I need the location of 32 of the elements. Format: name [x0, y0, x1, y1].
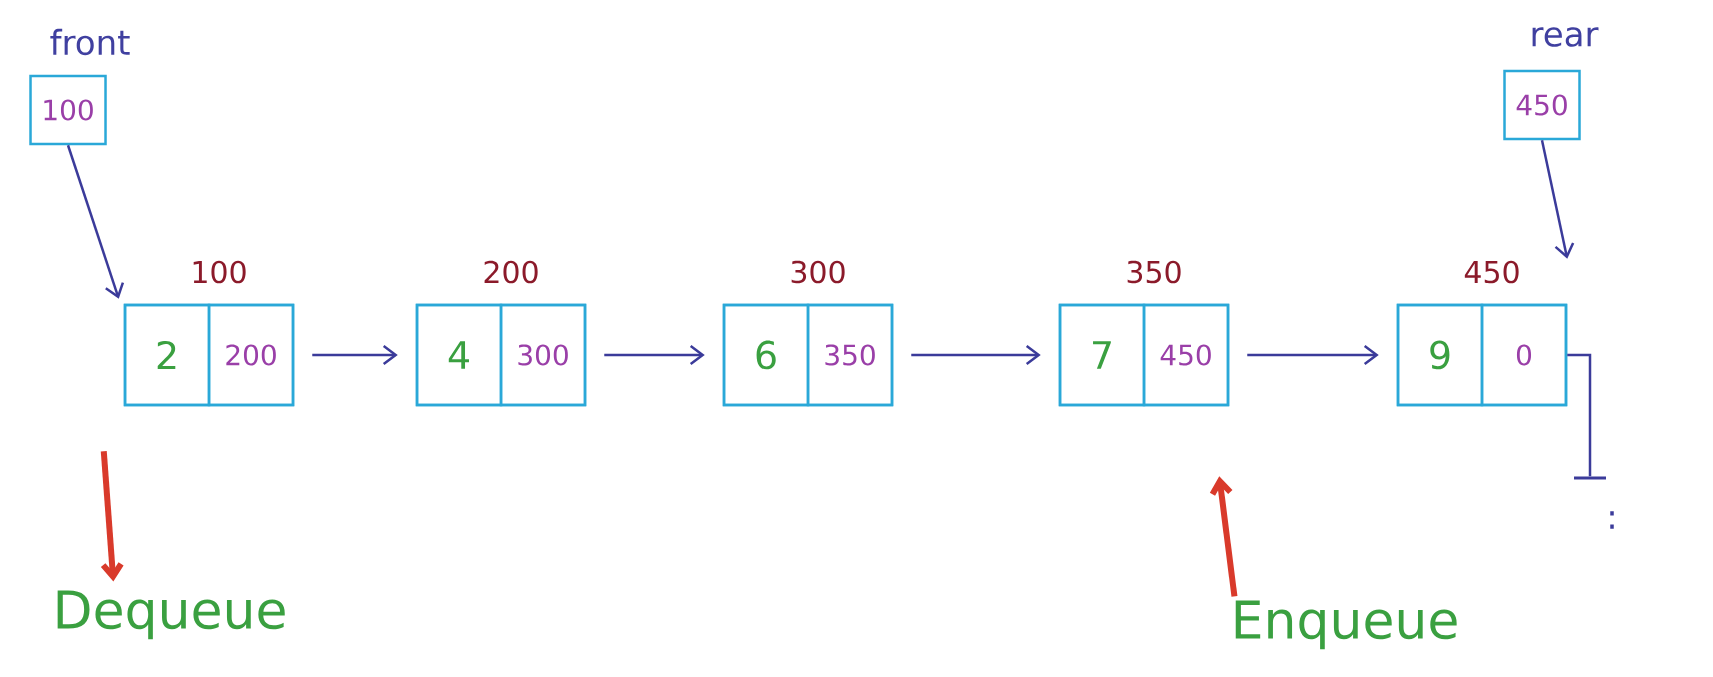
arrow: [1209, 476, 1238, 597]
arrow: [66, 144, 125, 299]
arrow: [604, 345, 705, 365]
connector-line: [1567, 353, 1592, 477]
null-dots: :: [1610, 511, 1614, 529]
value-cell: 4: [415, 303, 503, 407]
arrow: [312, 345, 398, 365]
arrow: [911, 345, 1041, 365]
pointer-cell: 350: [806, 303, 894, 407]
pointer-box: 450: [1503, 69, 1581, 141]
value-cell: 9: [1396, 303, 1484, 407]
pointer-box: 100: [29, 74, 107, 146]
null-bar: [1574, 476, 1606, 480]
operation-label: Dequeue: [57, 590, 285, 640]
pointer-cell: 300: [499, 303, 587, 407]
operation-label: Enqueue: [1235, 600, 1457, 650]
pointer-cell: 0: [1480, 303, 1568, 407]
value-cell: 7: [1058, 303, 1146, 407]
pointer-label: rear: [1532, 27, 1599, 47]
value-cell: 2: [123, 303, 211, 407]
address-label: 450: [1464, 260, 1519, 284]
address-label: 350: [1127, 260, 1181, 284]
address-label: 300: [791, 260, 845, 284]
arrow: [1247, 345, 1379, 365]
arrow: [100, 451, 124, 582]
pointer-cell: 450: [1142, 303, 1230, 407]
pointer-cell: 200: [207, 303, 295, 407]
arrow: [1540, 139, 1575, 259]
pointer-label: front: [50, 28, 130, 56]
value-cell: 6: [722, 303, 810, 407]
address-label: 200: [484, 260, 538, 284]
address-label: 100: [193, 260, 246, 284]
